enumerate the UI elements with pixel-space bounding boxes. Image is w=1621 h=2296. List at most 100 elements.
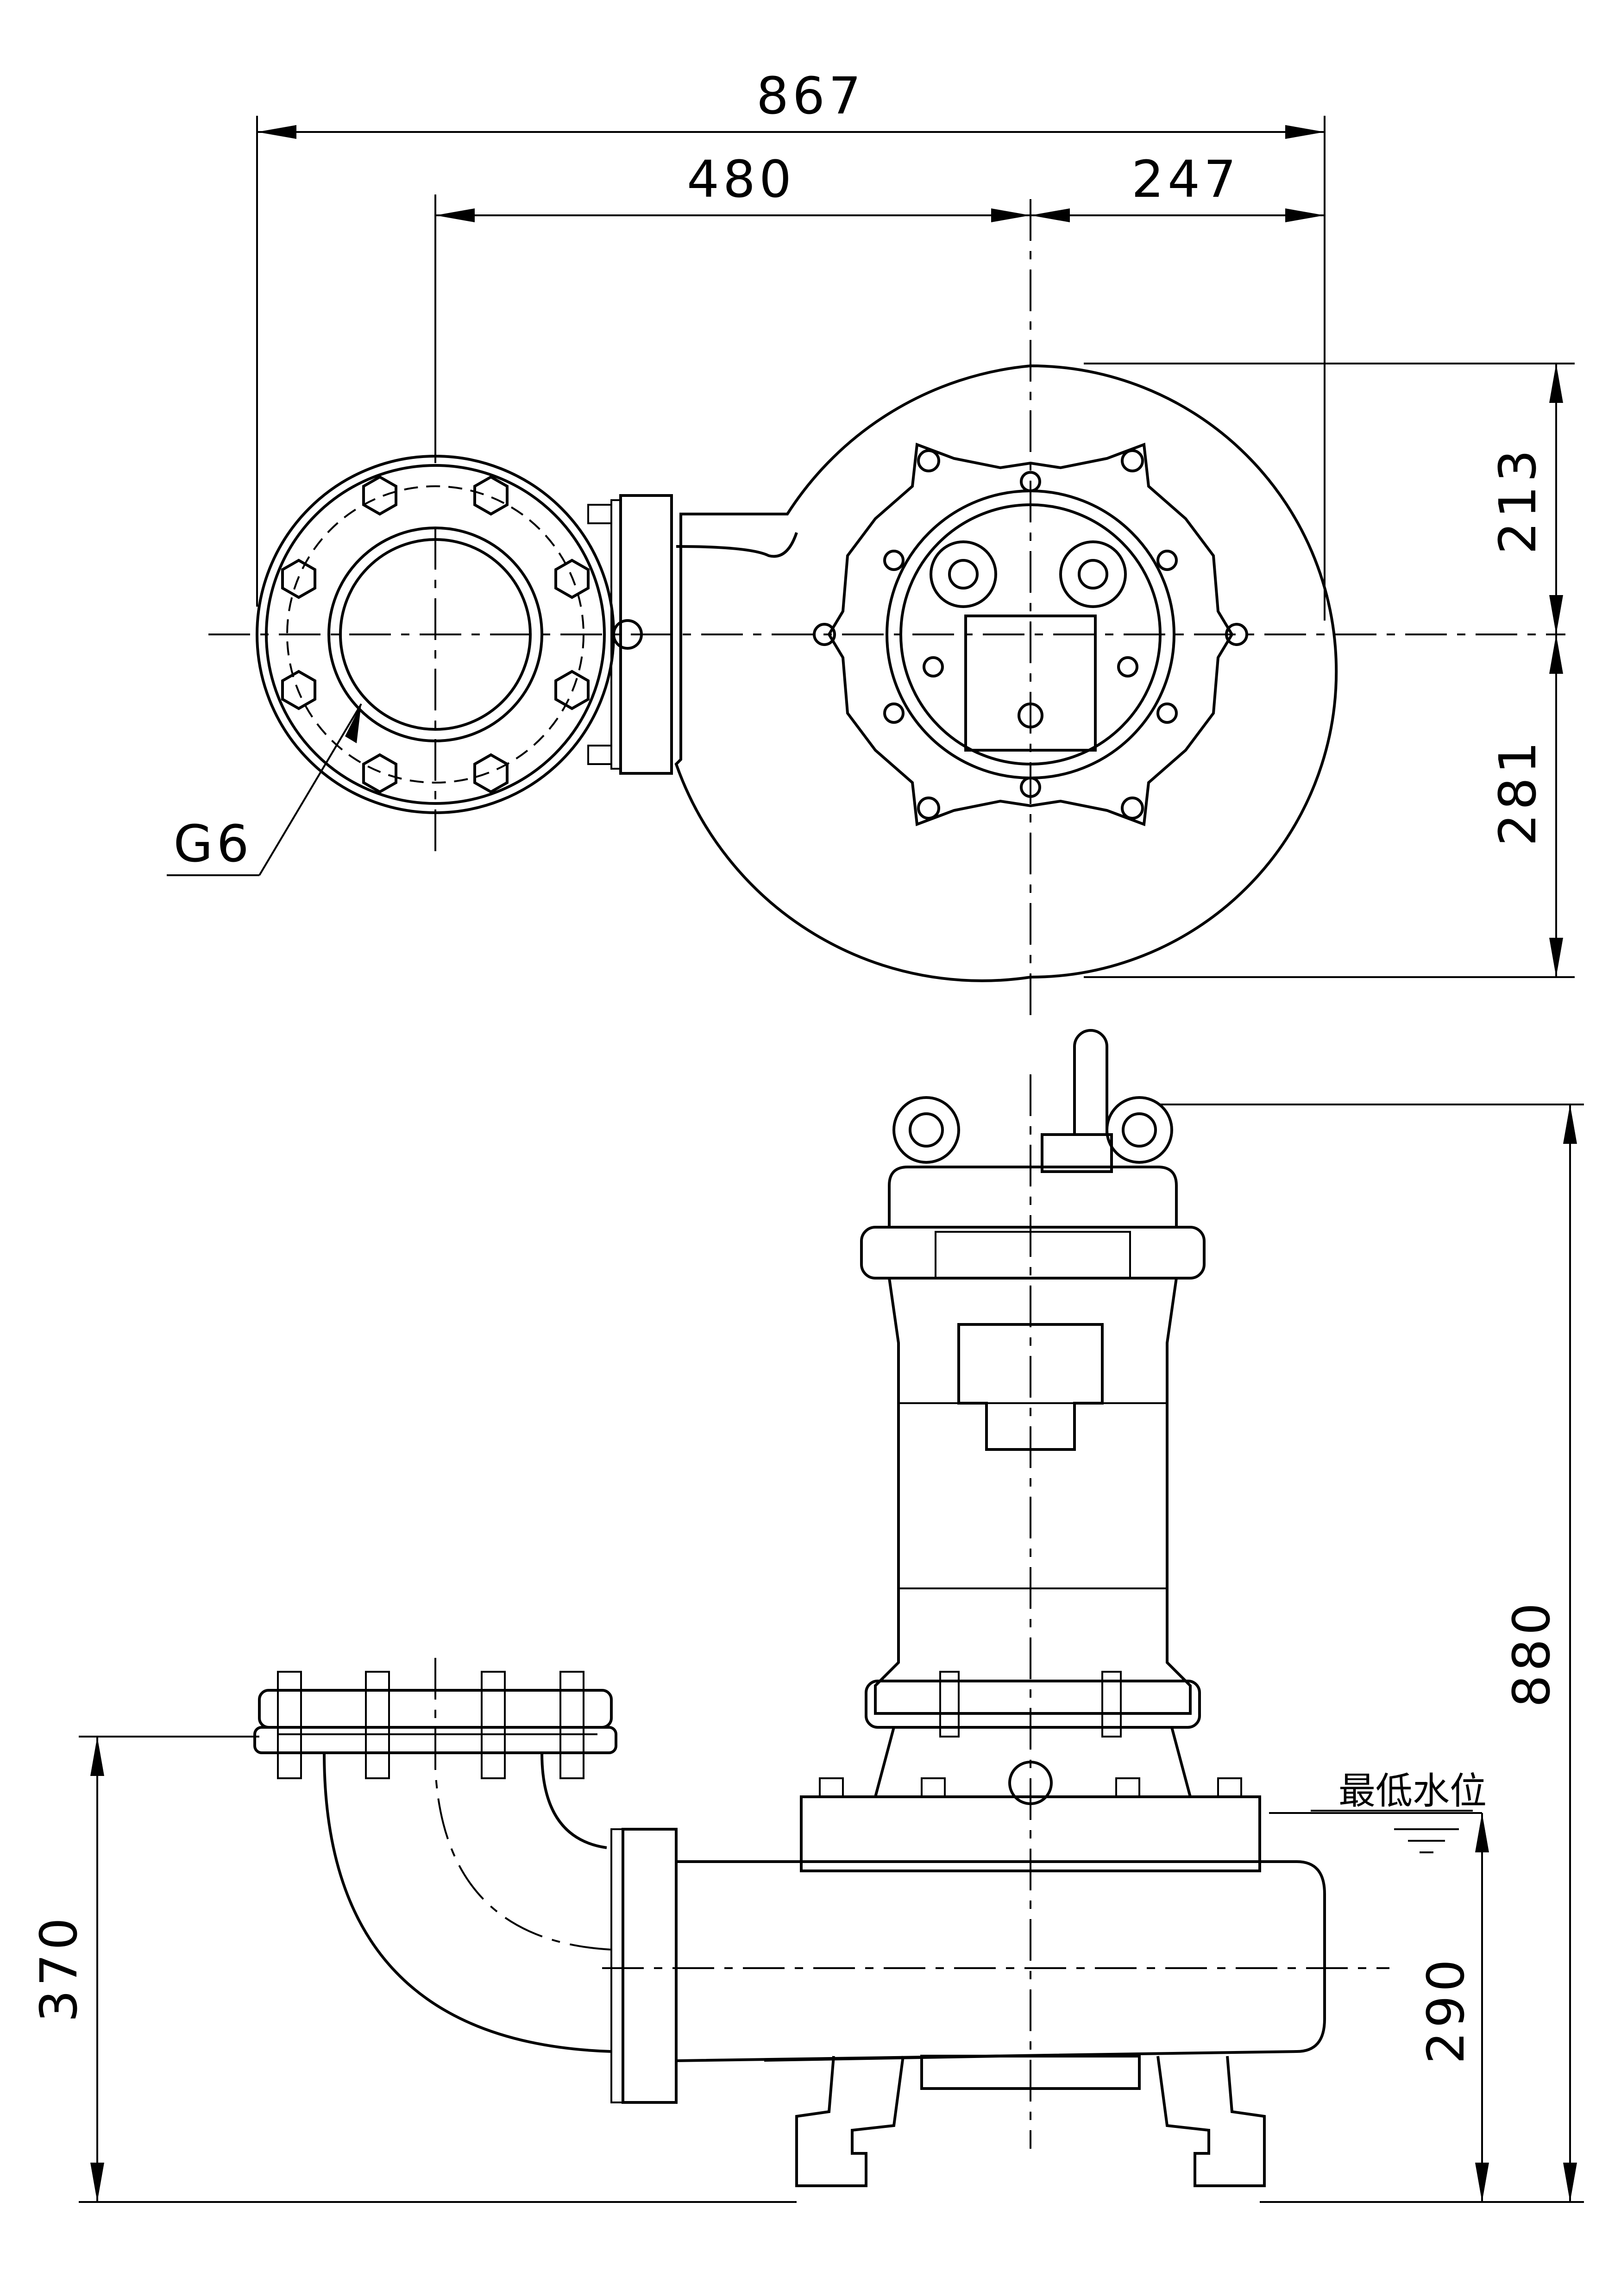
flange-bolt-heads xyxy=(281,475,590,794)
bolt xyxy=(1121,449,1144,472)
casing-bolts-elev xyxy=(819,1777,1242,1798)
bolt xyxy=(481,1671,506,1779)
bolt-head xyxy=(362,475,397,516)
bolt xyxy=(813,623,836,646)
arrowhead xyxy=(1563,2163,1577,2202)
motor-cover-flange xyxy=(827,442,1234,827)
bolt-head xyxy=(473,475,509,516)
plan-flange-bolt-top xyxy=(587,504,612,524)
arrowhead xyxy=(90,2163,104,2202)
eyebolt-right-icon xyxy=(1106,1096,1173,1164)
bolt-head xyxy=(554,670,590,710)
bolt xyxy=(1121,797,1144,820)
bolt xyxy=(923,656,944,678)
bolt xyxy=(559,1671,584,1779)
lifting-lugs-plan xyxy=(930,540,1127,608)
flange-clamp xyxy=(939,1671,960,1738)
casing-top-plate xyxy=(800,1795,1261,1872)
motor-top-cover xyxy=(888,1166,1178,1229)
discharge-pipe-inner xyxy=(339,538,532,731)
bolt xyxy=(1156,550,1178,571)
motor-bottom-flange xyxy=(865,1680,1201,1729)
dim-290: 290 xyxy=(1416,1956,1476,2064)
bolt xyxy=(1117,656,1138,678)
eyebolt-right-icon xyxy=(1059,540,1127,608)
bolt-head xyxy=(473,753,509,794)
stand-leg-right xyxy=(1156,2056,1266,2187)
dim-880: 880 xyxy=(1502,1599,1561,1707)
elbow-inner xyxy=(540,1752,607,1849)
arrowhead xyxy=(1549,595,1563,634)
bolt-head xyxy=(281,670,316,710)
dim-480: 480 xyxy=(687,150,795,209)
bolt xyxy=(1020,777,1041,798)
eyebolt-right-inner xyxy=(1078,559,1108,590)
top-flange-nameplate-seat xyxy=(935,1231,1131,1279)
eyebolt-left-inner xyxy=(948,559,979,590)
arrowhead xyxy=(1563,1104,1577,1144)
discharge-flange-gasket xyxy=(610,1828,624,2103)
dim-213: 213 xyxy=(1488,446,1547,554)
elbow-center-line xyxy=(434,1658,612,1951)
volute-neck xyxy=(676,532,798,558)
plan-flange-bolt-bottom xyxy=(587,745,612,765)
bolt xyxy=(921,1777,946,1798)
discharge-flange-elev xyxy=(622,1828,678,2104)
discharge-flange-rim xyxy=(265,464,606,805)
dim-370: 370 xyxy=(29,1914,88,2022)
dim-281: 281 xyxy=(1488,738,1547,846)
bolt-head xyxy=(554,558,590,599)
eyebolt-right-inner xyxy=(1122,1112,1157,1148)
bolt xyxy=(917,449,940,472)
cable-gland-plate xyxy=(964,615,1097,752)
eyebolt-left-icon xyxy=(930,540,997,608)
arrowhead xyxy=(1475,2163,1489,2202)
arrowhead xyxy=(1475,1813,1489,1852)
motor-top-flange xyxy=(860,1226,1206,1280)
bolt xyxy=(1020,471,1041,492)
bolt-circle xyxy=(286,485,584,784)
volute-body xyxy=(675,1860,1326,2063)
bolt xyxy=(917,797,940,820)
plan-view xyxy=(208,199,1565,1019)
bolt xyxy=(883,703,905,724)
arrowhead xyxy=(1549,938,1563,977)
cable-entry xyxy=(1018,703,1043,728)
dimension-lines: 867 480 247 213 281 880 370 xyxy=(29,66,1584,2203)
arrowhead xyxy=(1549,634,1563,674)
bolt xyxy=(1115,1777,1140,1798)
arrowhead xyxy=(90,1737,104,1776)
bolt-head xyxy=(362,753,397,794)
elbow-outer xyxy=(323,1752,612,2053)
elevation-view xyxy=(253,1029,1389,2187)
bolt xyxy=(883,550,905,571)
handle xyxy=(1073,1029,1108,1135)
dim-247: 247 xyxy=(1131,150,1240,209)
bolt xyxy=(1156,703,1178,724)
min-water-level-label: 最低水位 xyxy=(1338,1769,1487,1813)
casing-flange-gasket xyxy=(610,499,622,770)
bolt xyxy=(1225,623,1248,646)
bolt-head xyxy=(281,558,316,599)
bolt xyxy=(819,1777,844,1798)
volute-casing xyxy=(674,364,1338,982)
arrowhead xyxy=(1030,208,1070,222)
suction-cover xyxy=(920,2055,1141,2090)
stand-leg-left xyxy=(795,2056,905,2187)
discharge-pipe-outer xyxy=(327,527,543,742)
bolt xyxy=(1217,1777,1242,1798)
cover-bolts xyxy=(813,449,1248,820)
arrowhead xyxy=(991,208,1030,222)
nameplate xyxy=(957,1323,1104,1451)
arrowhead xyxy=(1549,364,1563,403)
dim-867: 867 xyxy=(756,66,865,125)
leader-line xyxy=(258,703,362,876)
arrowhead xyxy=(257,125,296,139)
lifting-lug-eye xyxy=(1008,1761,1053,1805)
g6-label: G6 xyxy=(173,814,252,873)
eyebolt-left-inner xyxy=(909,1112,944,1148)
arrowhead xyxy=(1285,208,1325,222)
arrowhead xyxy=(345,704,361,743)
motor-cover-ring-inner xyxy=(899,503,1162,765)
